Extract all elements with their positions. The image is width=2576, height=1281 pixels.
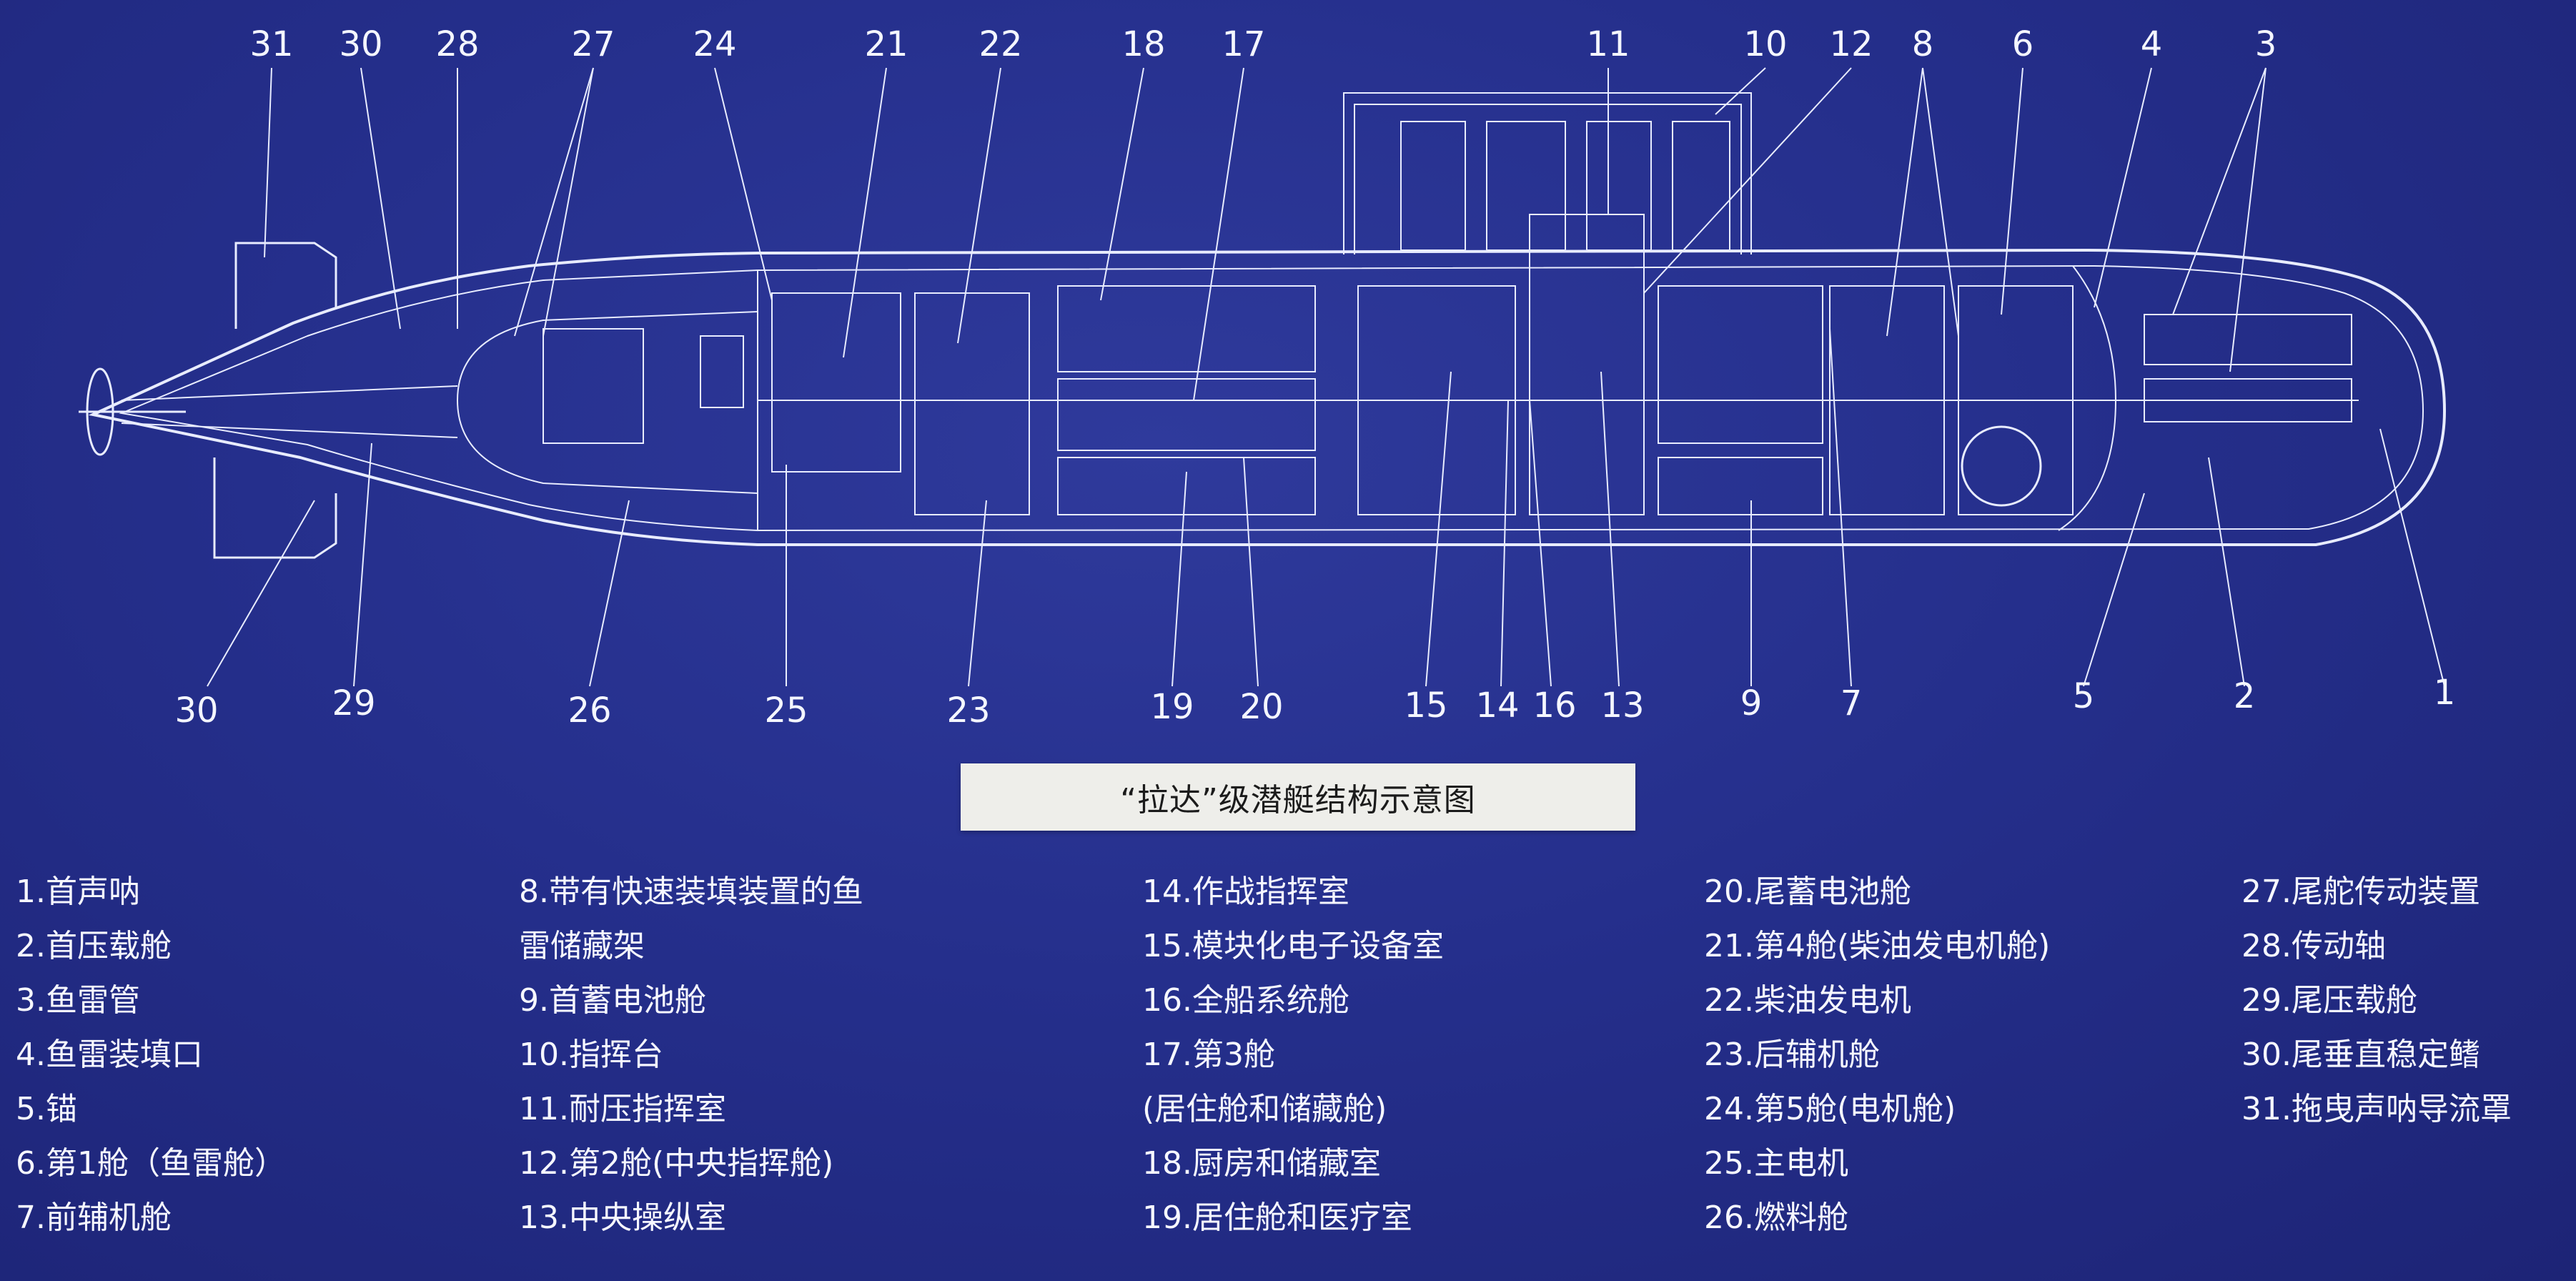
legend-item: 17.第3舱 xyxy=(1142,1037,1275,1073)
callout-23: 23 xyxy=(946,691,990,731)
callout-2: 2 xyxy=(2234,676,2256,716)
callout-20: 20 xyxy=(1239,687,1283,727)
legend-item: 31.拖曳声呐导流罩 xyxy=(2241,1091,2512,1127)
legend-item: 13.中央操纵室 xyxy=(519,1200,726,1236)
legend-item: 12.第2舱(中央指挥舱) xyxy=(519,1145,834,1182)
callout-8: 8 xyxy=(1912,24,1934,64)
legend-item: 8.带有快速装填装置的鱼 xyxy=(519,874,863,910)
legend-item: 3.鱼雷管 xyxy=(16,982,140,1019)
legend-item: 23.后辅机舱 xyxy=(1704,1037,1880,1073)
legend-column-4: 20.尾蓄电池舱 21.第4舱(柴油发电机舱) 22.柴油发电机 23.后辅机舱… xyxy=(1704,865,2050,1245)
legend-item: 14.作战指挥室 xyxy=(1142,874,1349,910)
callout-29: 29 xyxy=(332,683,375,723)
callout-26: 26 xyxy=(568,691,611,731)
legend-item: 19.居住舱和医疗室 xyxy=(1142,1200,1412,1236)
callout-15: 15 xyxy=(1404,686,1447,726)
legend-item: 7.前辅机舱 xyxy=(16,1200,172,1236)
legend-item: 29.尾压载舱 xyxy=(2241,982,2417,1019)
callout-25: 25 xyxy=(764,691,808,731)
legend-column-3: 14.作战指挥室 15.模块化电子设备室 16.全船系统舱 17.第3舱 (居住… xyxy=(1142,865,1444,1245)
callout-numbers-top: 31 30 28 27 24 21 22 18 17 11 10 12 8 6 … xyxy=(249,24,2277,64)
callout-28: 28 xyxy=(435,24,479,64)
legend-column-2: 8.带有快速装填装置的鱼 雷储藏架 9.首蓄电池舱 10.指挥台 11.耐压指挥… xyxy=(519,865,863,1245)
callout-14: 14 xyxy=(1475,686,1519,726)
callout-21: 21 xyxy=(864,24,908,64)
diagram-caption: “拉达”级潜艇结构示意图 xyxy=(961,763,1635,831)
callout-13: 13 xyxy=(1600,686,1644,726)
internal-structure xyxy=(543,121,2359,515)
legend-item: 6.第1舱（鱼雷舱） xyxy=(16,1145,286,1182)
legend-item: 16.全船系统舱 xyxy=(1142,982,1349,1019)
callout-5: 5 xyxy=(2073,676,2095,716)
callout-4: 4 xyxy=(2141,24,2163,64)
submarine-cutaway-diagram: 31 30 28 27 24 21 22 18 17 11 10 12 8 6 … xyxy=(79,24,2455,731)
legend-item: 26.燃料舱 xyxy=(1704,1200,1848,1236)
legend-item: 22.柴油发电机 xyxy=(1704,982,1911,1019)
legend-item: 27.尾舵传动装置 xyxy=(2241,874,2480,910)
hull-outline xyxy=(88,92,2447,546)
callout-16: 16 xyxy=(1532,686,1576,726)
stern-fins-and-propeller xyxy=(79,242,458,559)
callout-10: 10 xyxy=(1743,24,1787,64)
callout-11: 11 xyxy=(1586,24,1630,64)
callout-22: 22 xyxy=(979,24,1022,64)
legend-item: (居住舱和储藏舱) xyxy=(1142,1091,1387,1127)
legend-column-5: 27.尾舵传动装置 28.传动轴 29.尾压载舱 30.尾垂直稳定鳍 31.拖曳… xyxy=(2241,865,2512,1137)
callout-12: 12 xyxy=(1829,24,1873,64)
legend-item: 25.主电机 xyxy=(1704,1145,1848,1182)
legend-item: 5.锚 xyxy=(16,1091,77,1127)
legend-item: 4.鱼雷装填口 xyxy=(16,1037,203,1073)
callout-31: 31 xyxy=(249,24,293,64)
callout-30: 30 xyxy=(339,24,382,64)
callout-7: 7 xyxy=(1841,683,1863,723)
legend-item: 30.尾垂直稳定鳍 xyxy=(2241,1037,2480,1073)
legend-column-1: 1.首声呐 2.首压载舱 3.鱼雷管 4.鱼雷装填口 5.锚 6.第1舱（鱼雷舱… xyxy=(16,865,286,1245)
leader-lines xyxy=(207,67,2445,687)
legend-item: 21.第4舱(柴油发电机舱) xyxy=(1704,928,2051,964)
callout-6: 6 xyxy=(2012,24,2034,64)
legend-item: 18.厨房和储藏室 xyxy=(1142,1145,1381,1182)
legend-item: 15.模块化电子设备室 xyxy=(1142,928,1444,964)
callout-19: 19 xyxy=(1150,687,1194,727)
legend-item: 28.传动轴 xyxy=(2241,928,2386,964)
callout-1: 1 xyxy=(2434,673,2456,713)
callout-27: 27 xyxy=(571,24,615,64)
legend-item: 20.尾蓄电池舱 xyxy=(1704,874,1911,910)
callout-24: 24 xyxy=(693,24,736,64)
callout-9: 9 xyxy=(1740,683,1763,723)
legend-item: 1.首声呐 xyxy=(16,874,140,910)
callout-30-bottom: 30 xyxy=(174,691,218,731)
callout-numbers-bottom: 30 29 26 25 23 19 20 15 14 16 13 9 7 5 2… xyxy=(174,673,2455,731)
legend-item: 雷储藏架 xyxy=(519,928,645,964)
legend-item: 10.指挥台 xyxy=(519,1037,663,1073)
callout-3: 3 xyxy=(2255,24,2277,64)
legend-item: 9.首蓄电池舱 xyxy=(519,982,706,1019)
callout-18: 18 xyxy=(1121,24,1165,64)
legend-item: 2.首压载舱 xyxy=(16,928,172,964)
callout-17: 17 xyxy=(1222,24,1265,64)
legend-item: 24.第5舱(电机舱) xyxy=(1704,1091,1956,1127)
legend-item: 11.耐压指挥室 xyxy=(519,1091,726,1127)
